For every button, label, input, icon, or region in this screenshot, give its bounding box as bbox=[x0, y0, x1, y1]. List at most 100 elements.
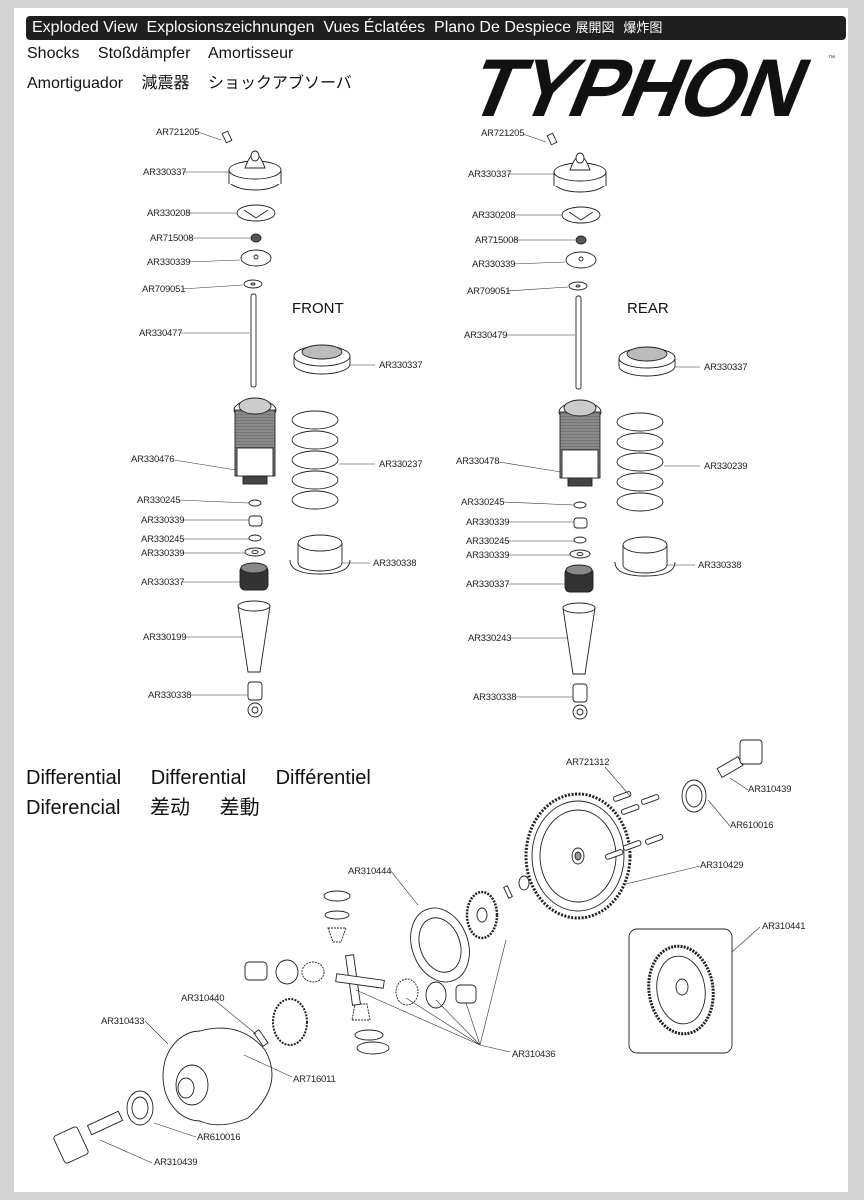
front-side-label: AR330338 bbox=[373, 558, 417, 569]
rear-part-label: AR330337 bbox=[468, 169, 512, 180]
diff-part-label: AR310441 bbox=[762, 921, 806, 932]
diff-part-label: AR310444 bbox=[348, 866, 392, 877]
header-bar: Exploded View Explosionszeichnungen Vues… bbox=[26, 16, 846, 40]
front-part-label: AR330337 bbox=[141, 577, 185, 588]
rear-part-label: AR330337 bbox=[466, 579, 510, 590]
front-part-label: AR330339 bbox=[141, 515, 185, 526]
diff-part-label: AR310439 bbox=[154, 1157, 198, 1168]
front-part-label: AR330208 bbox=[147, 208, 191, 219]
spring-part bbox=[291, 410, 339, 510]
nut-part bbox=[250, 233, 262, 243]
front-label: FRONT bbox=[292, 300, 344, 317]
diff-part-label: AR310440 bbox=[181, 993, 225, 1004]
front-part-label: AR721205 bbox=[156, 127, 200, 138]
differential-assembly bbox=[53, 739, 763, 1164]
shocks-heading-de: Stoßdämpfer bbox=[97, 45, 191, 62]
shocks-heading-zh: 減震器 bbox=[141, 75, 190, 92]
differential-heading-fr: Différentiel bbox=[275, 767, 371, 789]
front-part-label: AR330476 bbox=[131, 454, 175, 465]
rear-part-label: AR330245 bbox=[466, 536, 510, 547]
shocks-heading-line1: Shocks Stoßdämpfer Amortisseur bbox=[27, 45, 307, 63]
front-side-label: AR330237 bbox=[379, 459, 423, 470]
bushing-part bbox=[248, 515, 263, 527]
spider-gear-parts bbox=[301, 890, 477, 1055]
typhon-logo: TYPHON ™ bbox=[454, 48, 835, 126]
differential-heading-en: Differential bbox=[26, 767, 122, 789]
rear-part-label: AR330338 bbox=[473, 692, 517, 703]
differential-heading-line2: Diferencial 差动 差動 bbox=[26, 791, 284, 820]
outdrive-top-part bbox=[716, 739, 763, 778]
spur-gear-part bbox=[524, 792, 632, 920]
differential-heading-line1: Differential Differential Différentiel bbox=[26, 767, 395, 790]
diff-housing-part bbox=[162, 1027, 273, 1126]
diff-part-label: AR310429 bbox=[700, 860, 744, 871]
rear-part-label: AR330479 bbox=[464, 330, 508, 341]
rear-part-label: AR721205 bbox=[481, 128, 525, 139]
front-part-label: AR330477 bbox=[139, 328, 183, 339]
rear-part-label: AR330478 bbox=[456, 456, 500, 467]
front-part-label: AR330339 bbox=[141, 548, 185, 559]
differential-heading-de: Differential bbox=[150, 767, 247, 789]
header-title-0: Exploded View bbox=[32, 19, 138, 36]
rear-part-label: AR709051 bbox=[467, 286, 511, 297]
front-part-label: AR330338 bbox=[148, 690, 192, 701]
front-part-label: AR330245 bbox=[137, 495, 181, 506]
front-part-label: AR715008 bbox=[150, 233, 194, 244]
front-part-label: AR330339 bbox=[147, 257, 191, 268]
diff-part-label: AR716011 bbox=[293, 1074, 336, 1085]
diff-gear-part bbox=[272, 998, 308, 1046]
shocks-heading-fr: Amortisseur bbox=[207, 45, 294, 62]
rear-part-label: AR330339 bbox=[466, 550, 510, 561]
rod-end-part bbox=[247, 681, 263, 701]
shocks-heading-ja: ショックアブソーバ bbox=[207, 75, 352, 92]
pin-parts bbox=[604, 791, 664, 860]
diff-part-label: AR310436 bbox=[512, 1049, 556, 1060]
front-shock-assembly bbox=[221, 130, 351, 718]
header-title-1: Explosionszeichnungen bbox=[146, 19, 315, 36]
front-part-label: AR330199 bbox=[143, 632, 187, 643]
outdrive-bottom-part bbox=[53, 1110, 124, 1164]
header-title-4: 展開図 bbox=[575, 20, 615, 35]
cross-pin-part bbox=[253, 1029, 269, 1047]
shocks-heading-es: Amortiguador bbox=[27, 75, 124, 92]
differential-heading-ja: 差動 bbox=[219, 797, 260, 819]
rear-part-label: AR330339 bbox=[466, 517, 510, 528]
rear-part-label: AR330208 bbox=[472, 210, 516, 221]
differential-heading-zh: 差动 bbox=[150, 797, 191, 819]
shocks-heading-line2: Amortiguador 減震器 ショックアブソーバ bbox=[27, 69, 366, 93]
logo-text: TYPHON bbox=[455, 48, 822, 126]
diff-part-label: AR310433 bbox=[101, 1016, 145, 1027]
rear-side-label: AR330239 bbox=[704, 461, 748, 472]
small-washer-part bbox=[518, 875, 530, 891]
shocks-heading-en: Shocks bbox=[27, 45, 80, 62]
rear-side-label: AR330337 bbox=[704, 362, 748, 373]
screw-part bbox=[221, 130, 233, 144]
header-title-5: 爆炸图 bbox=[623, 20, 663, 35]
front-side-label: AR330337 bbox=[379, 360, 423, 371]
rear-part-label: AR715008 bbox=[475, 235, 519, 246]
front-part-label: AR330245 bbox=[141, 534, 185, 545]
rear-leader-lines bbox=[498, 133, 700, 698]
shaft-part bbox=[250, 293, 257, 388]
header-title-2: Vues Éclatées bbox=[323, 19, 426, 36]
rear-part-label: AR330243 bbox=[468, 633, 512, 644]
front-part-label: AR709051 bbox=[142, 284, 186, 295]
diff-part-label: AR610016 bbox=[730, 820, 774, 831]
diff-part-label: AR610016 bbox=[197, 1132, 241, 1143]
diff-part-label: AR721312 bbox=[566, 757, 610, 768]
differential-heading-es: Diferencial bbox=[26, 797, 121, 819]
diff-leader-lines bbox=[99, 766, 761, 1164]
trademark-mark: ™ bbox=[828, 55, 835, 62]
shim-part bbox=[244, 961, 268, 981]
front-part-label: AR330337 bbox=[143, 167, 187, 178]
boot-part bbox=[237, 605, 271, 673]
small-pin-part bbox=[503, 885, 513, 899]
header-title-3: Plano De Despiece bbox=[434, 19, 572, 36]
oring-part bbox=[248, 499, 262, 507]
front-leader-lines bbox=[173, 131, 375, 696]
rear-part-label: AR330245 bbox=[461, 497, 505, 508]
rear-label: REAR bbox=[627, 300, 669, 317]
rear-part-label: AR330339 bbox=[472, 259, 516, 270]
diff-part-label: AR310439 bbox=[748, 784, 792, 795]
